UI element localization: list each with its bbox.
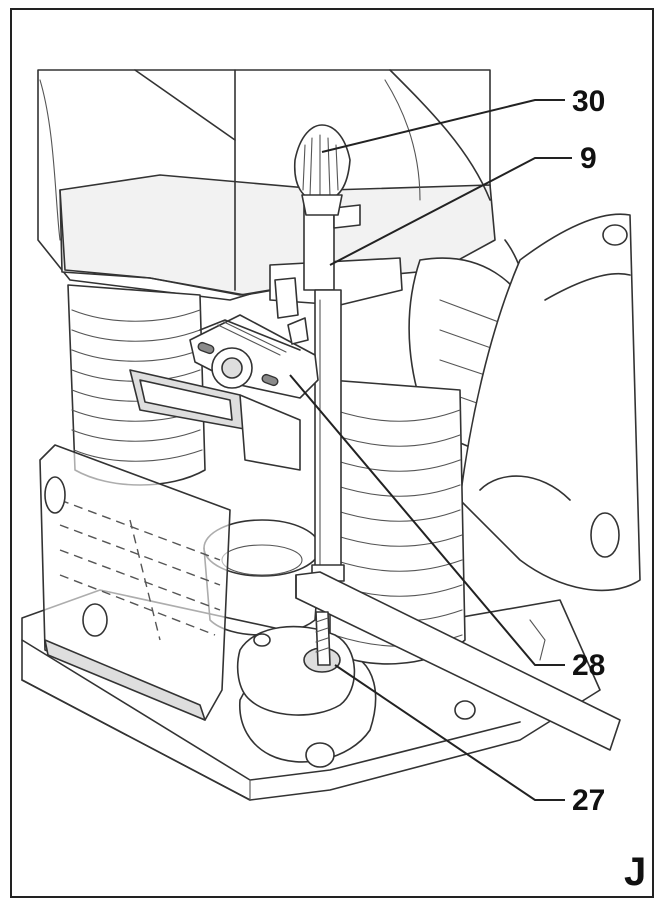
callout-28: 28 [572, 649, 606, 682]
leader-line-27 [334, 664, 565, 801]
callout-9: 9 [580, 142, 597, 175]
router-plunge-lock-lever [129, 369, 301, 471]
callout-30: 30 [572, 85, 606, 118]
router-right-handle [459, 213, 641, 592]
depth-gauge-bar [295, 571, 621, 751]
depth-stop-clamp-bracket [269, 257, 403, 319]
figure-letter: J [624, 850, 647, 894]
leader-line-9 [329, 157, 572, 266]
router-chip-guard [39, 444, 231, 721]
callout-27: 27 [572, 784, 606, 817]
leader-line-28 [289, 374, 565, 666]
depth-stop-clamp-knob [189, 314, 319, 399]
depth-stop-knob [293, 124, 351, 216]
leader-line-30 [321, 99, 565, 153]
revolving-stop-turret [236, 611, 356, 716]
